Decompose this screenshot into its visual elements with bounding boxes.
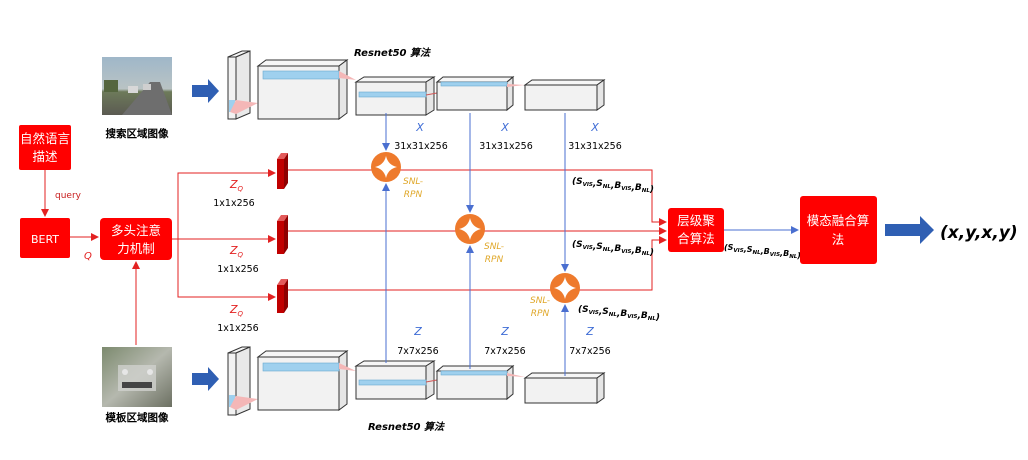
snl-rpn-label-1-line2: RPN [404, 190, 423, 200]
score-tuple-2: (SVIS,SNL,BVIS,BNL) [572, 240, 654, 258]
output-label: (x,y,x,y) [940, 223, 1018, 243]
template-input-arrow [192, 367, 219, 391]
score-tuple-1: (SVIS,SNL,BVIS,BNL) [572, 177, 654, 195]
natural-language-box [19, 125, 71, 170]
snl-rpn-node-1 [371, 152, 401, 182]
x-dim-3: 31x31x256 [568, 141, 622, 152]
z-feature-lines [382, 183, 569, 376]
zq-feature-bars [277, 153, 288, 313]
score-tuple-4: (SVIS,SNL,BVIS,BNL) [724, 243, 801, 260]
q-label: Q [84, 251, 92, 262]
template-region-image [102, 347, 172, 407]
zq-dim-3: 1x1x256 [217, 323, 258, 334]
snl-rpn-label-2-line2: RPN [485, 255, 504, 265]
snl-rpn-label-3-line2: RPN [531, 309, 550, 319]
template-image-label: 模板区域图像 [106, 411, 169, 424]
x-label-2: X [500, 121, 509, 134]
search-image-label: 搜索区域图像 [106, 127, 169, 140]
x-feature-lines [382, 113, 569, 272]
snl-rpn-node-2 [455, 214, 485, 244]
zq-label-3: ZQ [229, 303, 244, 318]
snl-rpn-node-3 [550, 273, 580, 303]
zq-label-1: ZQ [229, 178, 244, 193]
x-dim-1: 31x31x256 [394, 141, 448, 152]
z-dim-2: 7x7x256 [484, 346, 525, 357]
zq-label-2: ZQ [229, 244, 244, 259]
search-region-image [102, 57, 172, 115]
x-dim-2: 31x31x256 [479, 141, 533, 152]
z-dim-3: 7x7x256 [569, 346, 610, 357]
bert-box [20, 218, 70, 258]
search-input-arrow [192, 79, 219, 103]
natural-language-line2: 描述 [32, 149, 58, 164]
natural-language-line1: 自然语言 [20, 131, 70, 146]
query-label: query [55, 191, 82, 201]
layer-agg-line1: 层级聚 [677, 213, 715, 228]
x-label-1: X [415, 121, 424, 134]
resnet-top-backbone [227, 50, 606, 120]
layer-aggregation-box [668, 208, 724, 252]
z-label-2: Z [500, 325, 509, 338]
fusion-line2: 法 [832, 232, 845, 247]
resnet-bottom-backbone [227, 346, 606, 416]
score-tuple-3: (SVIS,SNL,BVIS,BNL) [578, 305, 660, 323]
resnet-bottom-label: Resnet50 算法 [368, 421, 445, 433]
zq-dim-1: 1x1x256 [213, 198, 254, 209]
snl-rpn-label-3-line1: SNL- [530, 296, 550, 306]
attention-line1: 多头注意 [111, 223, 161, 238]
bert-label: BERT [31, 233, 59, 246]
zq-dim-2: 1x1x256 [217, 264, 258, 275]
attention-line2: 力机制 [117, 241, 155, 256]
fusion-line1: 模态融合算 [807, 213, 870, 228]
z-dim-1: 7x7x256 [397, 346, 438, 357]
snl-rpn-label-2-line1: SNL- [484, 242, 504, 252]
fusion-box [800, 196, 877, 264]
attention-box [100, 218, 172, 260]
layer-agg-line2: 合算法 [677, 231, 715, 246]
snl-rpn-label-1-line1: SNL- [403, 177, 423, 187]
z-label-3: Z [585, 325, 594, 338]
attention-fanout [172, 169, 276, 301]
resnet-top-label: Resnet50 算法 [354, 47, 431, 59]
output-arrow [885, 216, 934, 244]
x-label-3: X [590, 121, 599, 134]
z-label-1: Z [413, 325, 422, 338]
